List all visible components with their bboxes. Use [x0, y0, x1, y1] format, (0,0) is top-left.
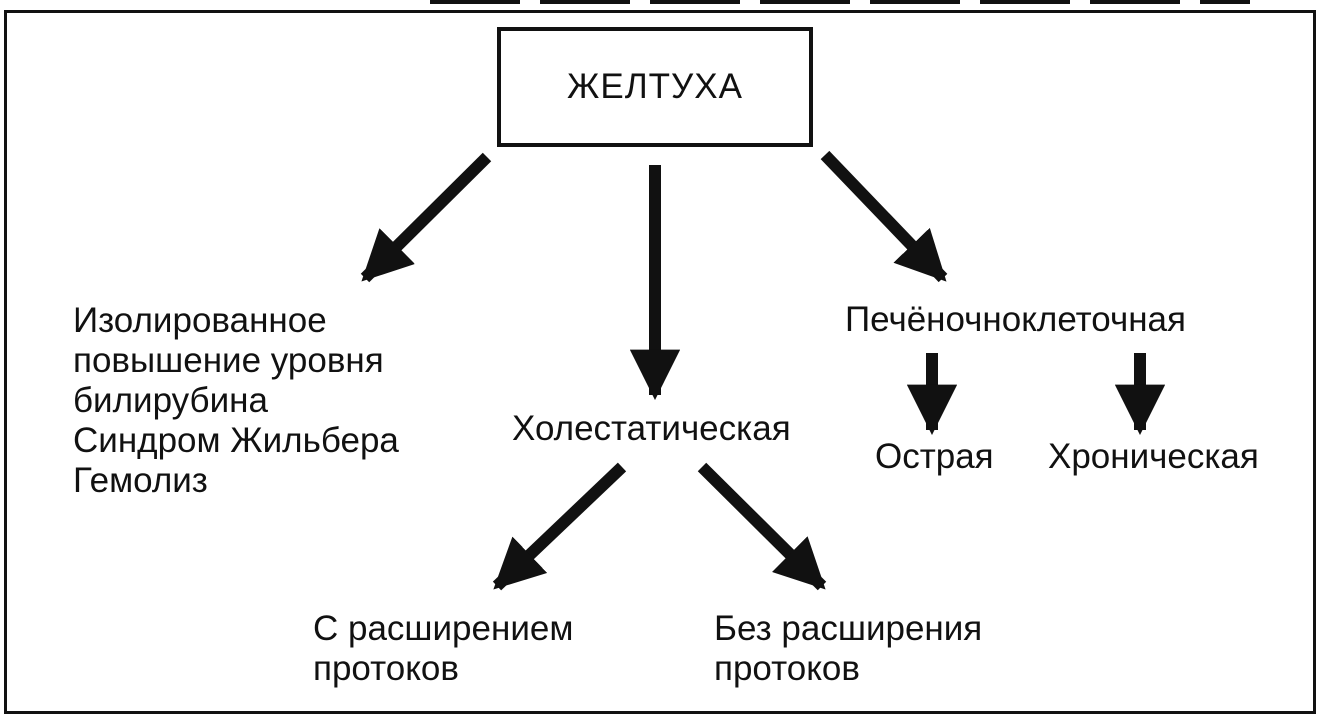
isolated-line: Гемолиз: [73, 461, 208, 500]
isolated-line: Синдром Жильбера: [73, 421, 399, 460]
arrow-cholestatic-to-not-dilated: [697, 462, 827, 591]
dilated-line: протоков: [313, 649, 459, 688]
acute-label: Острая: [875, 437, 994, 476]
arrow-root-to-hepatocellular: [820, 150, 948, 283]
hepatocellular-label: Печёночноклеточная: [845, 300, 1186, 339]
isolated-line: Изолированное: [73, 301, 327, 340]
root-node-label: ЖЕЛТУХА: [567, 67, 743, 106]
diagram-frame: [4, 10, 1316, 714]
isolated-branch-text: Изолированное повышение уровня билирубин…: [73, 301, 399, 501]
isolated-line: повышение уровня: [73, 341, 384, 380]
arrow-cholestatic-to-dilated: [492, 462, 627, 591]
not-dilated-line: Без расширения: [714, 609, 983, 648]
top-border-fragment: [430, 0, 1250, 4]
root-node-box: ЖЕЛТУХА: [497, 27, 813, 147]
isolated-line: билирубина: [73, 381, 268, 420]
dilated-line: С расширением: [313, 609, 574, 648]
chronic-label: Хроническая: [1048, 437, 1259, 476]
not-dilated-ducts-text: Без расширения протоков: [714, 609, 982, 689]
dilated-ducts-text: С расширением протоков: [313, 609, 573, 689]
cholestatic-label: Холестатическая: [512, 409, 791, 448]
arrow-root-to-isolated: [360, 152, 492, 283]
not-dilated-line: протоков: [714, 649, 860, 688]
